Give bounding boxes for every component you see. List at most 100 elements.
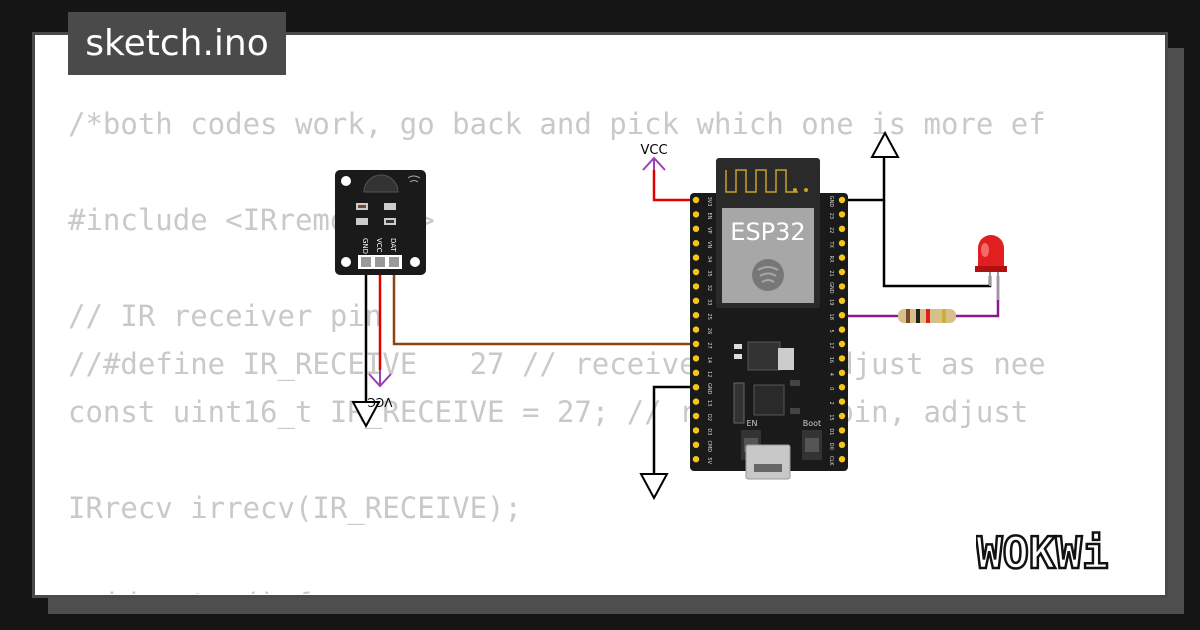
right-pin-17[interactable] bbox=[838, 441, 846, 448]
vcc-symbol-top: VCC bbox=[640, 143, 668, 171]
left-pin-4[interactable] bbox=[692, 254, 700, 261]
left-pin-11[interactable] bbox=[692, 355, 700, 362]
ground-symbol-bottom bbox=[639, 473, 669, 501]
left-pin-9[interactable] bbox=[692, 326, 700, 333]
left-pin-label: 5V bbox=[706, 457, 712, 464]
vcc-label: VCC bbox=[640, 143, 667, 158]
sensor-pin-gnd: GND bbox=[361, 238, 369, 254]
left-pin-2[interactable] bbox=[692, 225, 700, 232]
resistor[interactable] bbox=[898, 309, 956, 323]
left-pin-18[interactable] bbox=[692, 456, 700, 463]
wire-dat-pin27 bbox=[392, 270, 695, 346]
led-red[interactable] bbox=[975, 235, 1007, 300]
left-pin-label: 32 bbox=[706, 285, 712, 291]
left-pin-label: 25 bbox=[706, 314, 712, 320]
left-pin-label: 14 bbox=[706, 357, 712, 363]
left-pin-17[interactable] bbox=[692, 441, 700, 448]
right-pin-11[interactable] bbox=[838, 355, 846, 362]
left-pin-label: VP bbox=[706, 227, 712, 233]
left-pin-label: CMD bbox=[706, 440, 712, 452]
right-pin-label: CLK bbox=[828, 456, 834, 466]
right-pin-label: TX bbox=[828, 240, 834, 248]
en-label: EN bbox=[746, 419, 757, 428]
left-pin-3[interactable] bbox=[692, 240, 700, 247]
file-tab-label: sketch.ino bbox=[85, 23, 269, 64]
left-pin-label: D3 bbox=[706, 428, 712, 435]
left-pin-7[interactable] bbox=[692, 297, 700, 304]
right-pin-label: 19 bbox=[828, 299, 834, 305]
wokwi-logo-text: WOKWi bbox=[976, 528, 1108, 578]
left-pin-6[interactable] bbox=[692, 283, 700, 290]
left-pin-label: 33 bbox=[706, 299, 712, 305]
ground-symbol-top bbox=[870, 130, 900, 158]
right-pin-label: 21 bbox=[828, 270, 834, 276]
right-pin-label: RX bbox=[828, 256, 834, 263]
left-pin-10[interactable] bbox=[692, 340, 700, 348]
right-pin-6[interactable] bbox=[838, 283, 846, 290]
right-pin-12[interactable] bbox=[838, 369, 846, 376]
left-pin-16[interactable] bbox=[692, 427, 700, 434]
ground-symbol-sensor bbox=[351, 401, 381, 429]
left-pin-14[interactable] bbox=[692, 398, 700, 405]
code-line: void setup() { bbox=[68, 580, 1133, 594]
right-pin-15[interactable] bbox=[838, 412, 846, 420]
left-pin-label: 27 bbox=[706, 342, 712, 348]
vcc-label-sensor: VCC bbox=[368, 395, 393, 409]
left-pin-15[interactable] bbox=[692, 412, 700, 420]
right-pin-4[interactable] bbox=[838, 254, 846, 261]
right-pin-label: 15 bbox=[828, 414, 834, 420]
left-pin-12[interactable] bbox=[692, 369, 700, 376]
wire-vcc-3v3 bbox=[652, 170, 695, 202]
left-pin-1[interactable] bbox=[692, 211, 700, 218]
left-pin-0[interactable] bbox=[692, 196, 700, 204]
left-pin-label: 13 bbox=[706, 400, 712, 406]
left-pin-13[interactable] bbox=[692, 384, 700, 391]
right-pin-16[interactable] bbox=[838, 427, 846, 434]
left-pin-label: 34 bbox=[706, 256, 712, 262]
right-pin-label: 4 bbox=[828, 373, 834, 376]
wire-gnd-top bbox=[842, 157, 886, 202]
right-pin-13[interactable] bbox=[838, 384, 846, 391]
sensor-pin-dat: DAT bbox=[389, 238, 397, 253]
left-pin-label: D2 bbox=[706, 414, 712, 421]
right-pin-label: D0 bbox=[828, 443, 834, 450]
left-pin-label: 12 bbox=[706, 371, 712, 377]
right-pin-label: 17 bbox=[828, 342, 834, 348]
esp32-label: ESP32 bbox=[730, 218, 805, 246]
left-pin-8[interactable] bbox=[692, 312, 700, 319]
code-line: IRrecv irrecv(IR_RECEIVE); bbox=[68, 491, 522, 525]
right-pin-0[interactable] bbox=[838, 196, 846, 204]
right-pin-label: 16 bbox=[828, 357, 834, 363]
right-pin-7[interactable] bbox=[838, 297, 846, 304]
right-pin-2[interactable] bbox=[838, 225, 846, 232]
left-pin-label: 35 bbox=[706, 270, 712, 276]
wire-resistor-led bbox=[956, 276, 1000, 318]
right-pin-3[interactable] bbox=[838, 240, 846, 247]
right-pin-label: 5 bbox=[828, 330, 834, 333]
wire-gnd-led bbox=[882, 200, 992, 288]
right-pin-label: 18 bbox=[828, 314, 834, 320]
left-pin-label: 3V3 bbox=[706, 197, 712, 207]
right-pin-label: GND bbox=[828, 282, 834, 294]
esp32-board[interactable]: ESP32 EN Boot 3V3ENVPVN34353233252627141… bbox=[690, 158, 848, 480]
right-pin-8[interactable] bbox=[838, 312, 846, 319]
wokwi-logo: WOKWi bbox=[976, 527, 1110, 578]
left-pin-5[interactable] bbox=[692, 268, 700, 276]
right-pin-label: 0 bbox=[828, 387, 834, 390]
code-line: /*both codes work, go back and pick whic… bbox=[68, 107, 1046, 141]
code-line: // IR receiver pin bbox=[68, 299, 383, 333]
ir-receiver-module[interactable]: GND VCC DAT bbox=[335, 170, 426, 275]
left-pin-label: VN bbox=[706, 241, 712, 248]
right-pin-1[interactable] bbox=[838, 211, 846, 218]
right-pin-10[interactable] bbox=[838, 340, 846, 348]
right-pin-5[interactable] bbox=[838, 268, 846, 276]
left-pin-label: 26 bbox=[706, 328, 712, 334]
right-pin-label: 23 bbox=[828, 213, 834, 219]
vcc-symbol-sensor: VCC bbox=[368, 370, 393, 409]
right-pin-label: GND bbox=[828, 196, 834, 208]
right-pin-14[interactable] bbox=[838, 398, 846, 405]
right-pin-18[interactable] bbox=[838, 456, 846, 463]
file-tab[interactable]: sketch.ino bbox=[68, 12, 286, 75]
right-pin-9[interactable] bbox=[838, 326, 846, 333]
